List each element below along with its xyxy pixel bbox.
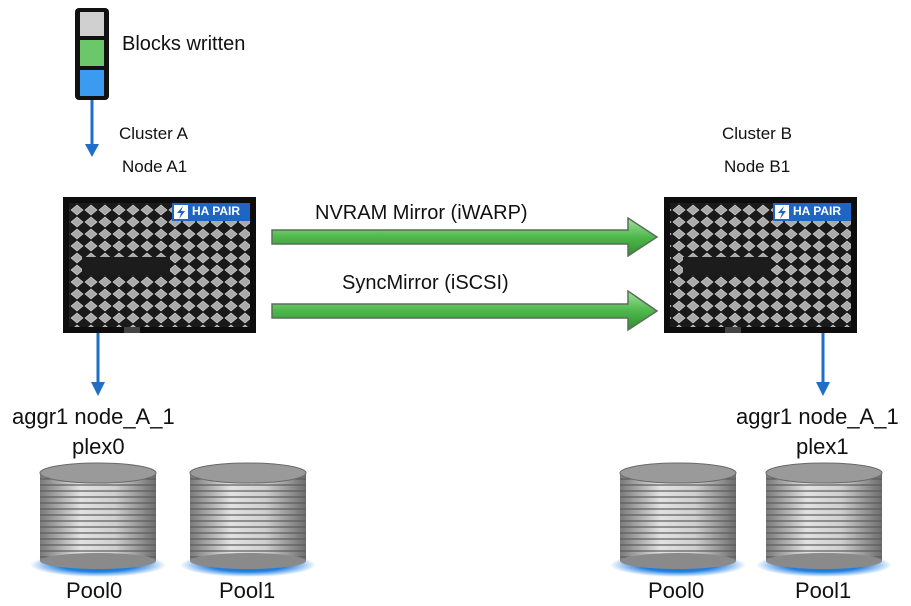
- nvram-mirror-label: NVRAM Mirror (iWARP): [315, 202, 528, 224]
- arrow-node-b-to-aggr: [816, 333, 830, 396]
- blocks-written-label: Blocks written: [122, 33, 246, 55]
- disk-pool0-a: [30, 462, 166, 577]
- node-b1-label: Node B1: [724, 157, 791, 176]
- aggr-b-name: aggr1 node_A_1: [736, 404, 899, 429]
- node-a1-label: Node A1: [122, 157, 188, 176]
- disk-pool1-b: [756, 462, 892, 577]
- aggr-a-name: aggr1 node_A_1: [12, 404, 175, 429]
- nvram-mirror-arrow: [271, 216, 659, 258]
- node-a-chassis: [63, 197, 256, 333]
- block-blue: [80, 70, 104, 96]
- aggr-a-plex: plex0: [72, 434, 125, 459]
- ha-pair-text-a: HA PAIR: [192, 204, 240, 218]
- blocks-written-legend: [75, 8, 109, 100]
- pool0-a-label: Pool0: [66, 578, 123, 603]
- pool1-a-label: Pool1: [219, 578, 276, 603]
- syncmirror-arrow: [271, 289, 659, 332]
- block-green: [80, 40, 104, 66]
- ha-pair-badge-a: [172, 203, 250, 221]
- cluster-a-label: Cluster A: [119, 124, 188, 143]
- ha-pair-text-b: HA PAIR: [793, 204, 841, 218]
- block-gray: [80, 12, 104, 36]
- arrow-blocks-to-node-a: [85, 100, 99, 157]
- aggr-b-plex: plex1: [796, 434, 849, 459]
- node-b-chassis: [664, 197, 857, 333]
- pool1-b-label: Pool1: [795, 578, 852, 603]
- pool0-b-label: Pool0: [648, 578, 705, 603]
- syncmirror-label: SyncMirror (iSCSI): [342, 272, 509, 294]
- disk-pool0-b: [610, 462, 746, 577]
- ha-pair-badge-b: [773, 203, 851, 221]
- arrow-node-a-to-aggr: [91, 333, 105, 396]
- disk-pool1-a: [180, 462, 316, 577]
- cluster-b-label: Cluster B: [722, 124, 792, 143]
